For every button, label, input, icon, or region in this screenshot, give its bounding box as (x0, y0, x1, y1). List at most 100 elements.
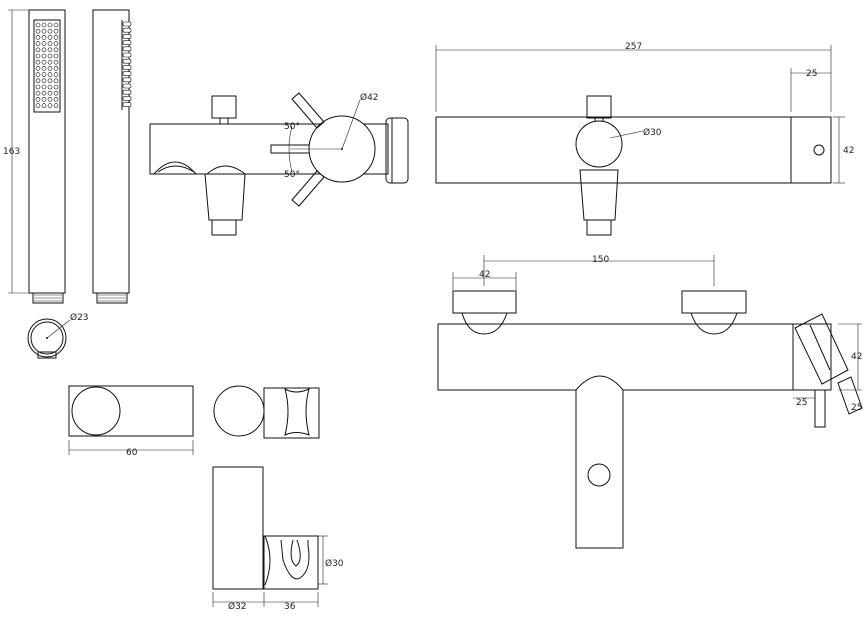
nozzle (41, 22, 47, 28)
nozzle (47, 35, 53, 40)
dim-label: Ø30 (325, 558, 344, 569)
nozzle (47, 72, 53, 77)
nozzle (35, 103, 41, 108)
nozzle (35, 53, 41, 59)
dim-label: Ø42 (360, 92, 379, 103)
dim-label: 257 (625, 42, 642, 52)
nozzle (53, 59, 59, 65)
nozzle (41, 41, 47, 46)
nozzle (53, 22, 59, 28)
nozzle (35, 47, 41, 53)
nozzle (122, 65, 132, 70)
nozzle (41, 84, 47, 90)
nozzle (47, 78, 53, 84)
nozzle (47, 53, 53, 59)
nozzle (53, 41, 59, 46)
nozzle (47, 59, 53, 65)
hand-shower-front-view (28, 9, 66, 304)
nozzle (122, 34, 132, 39)
nozzle (122, 58, 132, 64)
nozzle (35, 90, 41, 96)
dim-label: Ø30 (643, 127, 662, 138)
nozzle (122, 77, 132, 83)
nozzle (53, 53, 59, 59)
dim-label: 163 (3, 147, 20, 157)
nozzle (41, 35, 47, 40)
dim-label: 60 (126, 448, 138, 458)
nozzle (35, 78, 41, 84)
nozzle (122, 71, 132, 76)
dim-label: 50° (284, 170, 300, 180)
mixer-side-view: 50° 50° Ø42 (149, 92, 409, 236)
dim-label: 42 (851, 352, 862, 362)
nozzle (41, 72, 47, 77)
nozzle (47, 90, 53, 96)
nozzle (41, 53, 47, 59)
nozzle (41, 66, 47, 71)
dim-label: Ø32 (228, 601, 247, 612)
nozzle (122, 27, 132, 33)
nozzle (53, 47, 59, 53)
nozzle (47, 41, 53, 46)
dim-label: 42 (479, 270, 490, 280)
dim-label: 36 (284, 602, 296, 612)
nozzle (41, 97, 47, 102)
holder-side-view (213, 385, 320, 439)
nozzle (53, 35, 59, 40)
nozzle (41, 47, 47, 53)
nozzle (41, 90, 47, 96)
nozzle (122, 52, 132, 58)
nozzle (47, 103, 53, 108)
nozzle (122, 21, 132, 27)
dim-label: 50° (284, 122, 300, 132)
nozzle (122, 46, 132, 52)
nozzle (47, 66, 53, 71)
nozzle (122, 102, 132, 107)
nozzle (53, 78, 59, 84)
nozzle (47, 97, 53, 102)
nozzle (53, 84, 59, 90)
nozzle (53, 28, 59, 34)
nozzle (41, 78, 47, 84)
nozzle (35, 59, 41, 65)
nozzle (53, 72, 59, 77)
nozzle-column (122, 21, 132, 107)
hand-shower-end-view: Ø23 (27, 312, 89, 359)
nozzle (122, 83, 132, 89)
nozzle (47, 22, 53, 28)
nozzle (53, 103, 59, 108)
nozzle (47, 47, 53, 53)
nozzle (35, 72, 41, 77)
wall-holder-view: Ø32 36 Ø30 (212, 466, 344, 612)
nozzle (35, 22, 41, 28)
nozzle (35, 41, 41, 46)
nozzle (35, 28, 41, 34)
dim-label: 42 (843, 146, 854, 156)
dimension-hand-shower-length: 163 (3, 9, 28, 294)
nozzle (41, 103, 47, 108)
nozzle (53, 97, 59, 102)
nozzle (41, 59, 47, 65)
hand-shower-side-view (92, 9, 132, 304)
nozzle (47, 84, 53, 90)
nozzle (122, 40, 132, 45)
nozzle (35, 84, 41, 90)
mixer-front-view: 150 42 42 25 25 (437, 255, 863, 549)
nozzle (35, 66, 41, 71)
dim-label: 25 (796, 398, 807, 408)
dim-label: Ø23 (70, 312, 89, 323)
nozzle (53, 66, 59, 71)
mixer-top-view: Ø30 257 25 42 (435, 42, 854, 236)
nozzle (122, 96, 132, 101)
nozzle-grid (35, 22, 59, 108)
nozzle (122, 89, 132, 95)
holder-plan-view: 60 (68, 385, 194, 458)
nozzle (47, 28, 53, 34)
nozzle (41, 28, 47, 34)
nozzle (35, 35, 41, 40)
nozzle (53, 90, 59, 96)
dim-label: 150 (592, 255, 609, 265)
dim-label: 25 (806, 69, 817, 79)
